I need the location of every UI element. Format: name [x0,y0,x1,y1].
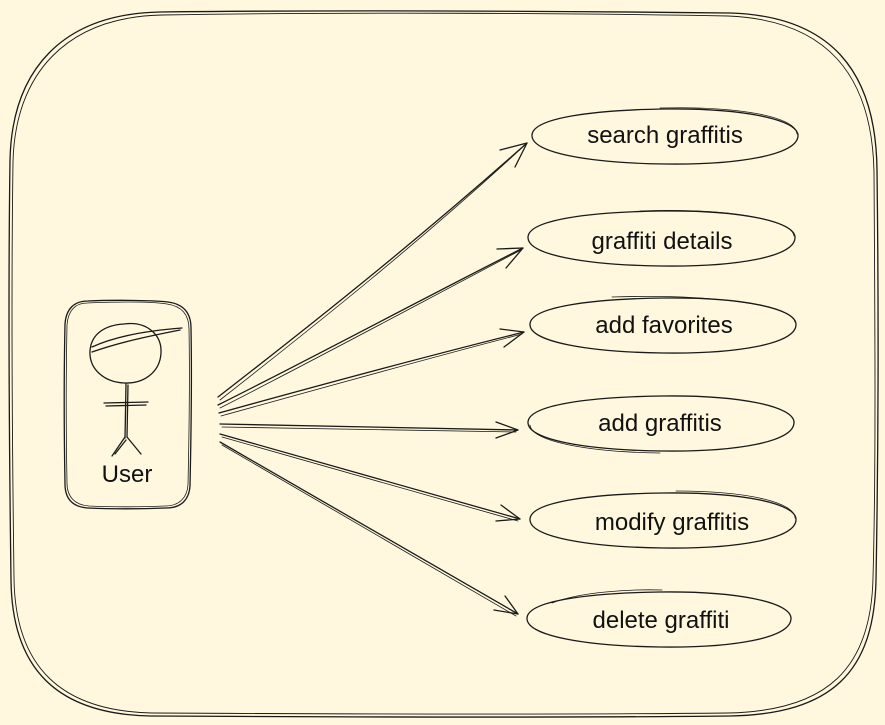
use-case-label: search graffitis [587,122,743,149]
actor-label: User [102,461,153,488]
use-case-graffiti-details[interactable]: graffiti details [527,210,796,267]
use-case-label: add favorites [595,312,732,339]
arrow-to-modify-graffitis [219,433,521,522]
actor-box[interactable] [63,299,193,510]
use-case-add-favorites[interactable]: add favorites [529,296,797,354]
arrow-to-search-graffitis [217,142,528,401]
use-case-label: modify graffitis [595,509,749,536]
system-boundary [8,10,879,718]
association-arrows [217,142,528,617]
arrow-to-add-graffitis [219,421,519,439]
stick-figure-icon [89,322,183,457]
arrow-to-add-favorites [218,328,525,417]
use-case-label: graffiti details [592,228,733,255]
use-case-add-graffitis[interactable]: add graffitis [527,395,795,454]
use-case-label: delete graffiti [593,607,730,634]
use-case-label: add graffitis [598,410,722,437]
use-case-search-graffitis[interactable]: search graffitis [531,107,799,165]
use-case-modify-graffitis[interactable]: modify graffitis [529,490,797,549]
arrow-to-delete-graffiti [219,441,519,617]
use-case-delete-graffiti[interactable]: delete graffiti [526,589,792,648]
arrow-to-graffiti-details [217,247,524,409]
